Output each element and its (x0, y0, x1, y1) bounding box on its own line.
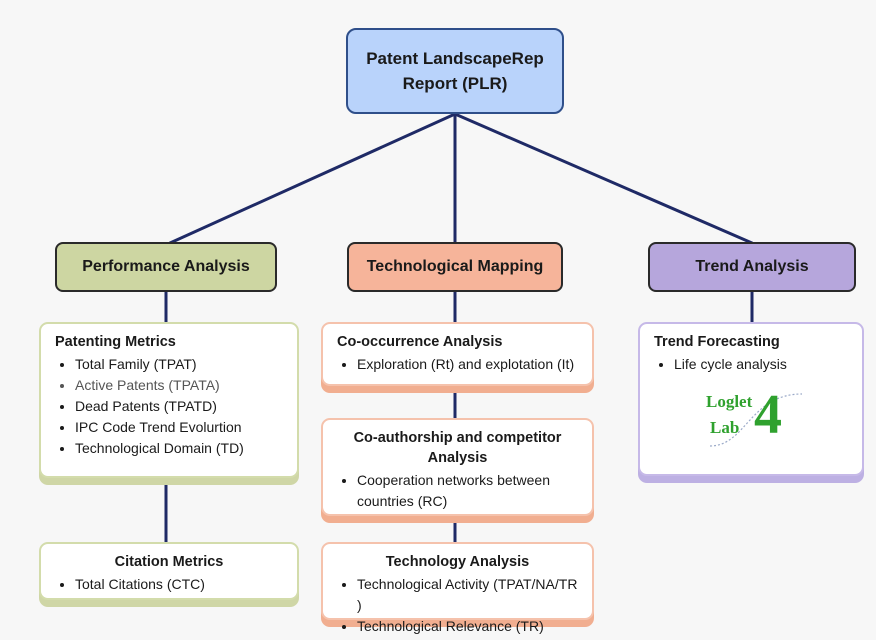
list-item: Technological Domain (TD) (75, 438, 283, 459)
list-item: IPC Code Trend Evolurtion (75, 417, 283, 438)
list-item: Total Family (TPAT) (75, 354, 283, 375)
category-performance-label: Performance Analysis (82, 258, 250, 275)
logistic-curve-icon (709, 393, 803, 447)
patenting-metrics-card: Patenting Metrics Total Family (TPAT) Ac… (39, 322, 299, 478)
logo-text-loglet: Loglet (706, 392, 753, 411)
coauthorship-competitor-card: Co-authorship and competitor Analysis Co… (321, 418, 594, 516)
list-item: Exploration (Rt) and explotation (It) (357, 354, 578, 375)
connector-root-performance (168, 112, 457, 245)
logo-mark-4: 4 (754, 384, 782, 446)
cooccurrence-analysis-card: Co-occurrence Analysis Exploration (Rt) … (321, 322, 594, 386)
technology-analysis-title: Technology Analysis (385, 554, 530, 570)
category-trend-label: Trend Analysis (695, 258, 809, 275)
list-item: Cooperation networks between countries (… (357, 470, 578, 512)
loglet-lab-logo: Loglet Lab 4 (706, 384, 810, 450)
logo-text-lab: Lab (710, 418, 740, 437)
root-title-line1: Patent LandscapeRep (366, 49, 544, 68)
trend-forecasting-title: Trend Forecasting (654, 334, 780, 350)
root-title-line2: Report (PLR) (402, 74, 508, 93)
patenting-metrics-title: Patenting Metrics (55, 334, 176, 350)
root-node: Patent LandscapeRep Report (PLR) (346, 28, 564, 114)
list-item: Life cycle analysis (674, 354, 848, 375)
technology-analysis-card: Technology Analysis Technological Activi… (321, 542, 594, 634)
trend-forecasting-card: Trend Forecasting Life cycle analysis (638, 322, 864, 476)
list-item: Technological Activity (TPAT/NA/TR ) (357, 574, 578, 616)
category-technological-mapping: Technological Mapping (347, 242, 563, 292)
list-item: Dead Patents (TPATD) (75, 396, 283, 417)
category-technological-label: Technological Mapping (366, 258, 544, 275)
connector-root-trend (453, 112, 754, 245)
list-item: Technological Relevance (TR) (357, 616, 578, 637)
category-performance-analysis: Performance Analysis (55, 242, 277, 292)
citation-metrics-title: Citation Metrics (114, 554, 224, 570)
coauthorship-competitor-title: Co-authorship and competitor Analysis (353, 430, 562, 466)
list-item: Total Citations (CTC) (75, 574, 283, 595)
citation-metrics-card: Citation Metrics Total Citations (CTC) (39, 542, 299, 600)
category-trend-analysis: Trend Analysis (648, 242, 856, 292)
list-item: Active Patents (TPATA) (75, 375, 283, 396)
cooccurrence-analysis-title: Co-occurrence Analysis (337, 334, 503, 350)
